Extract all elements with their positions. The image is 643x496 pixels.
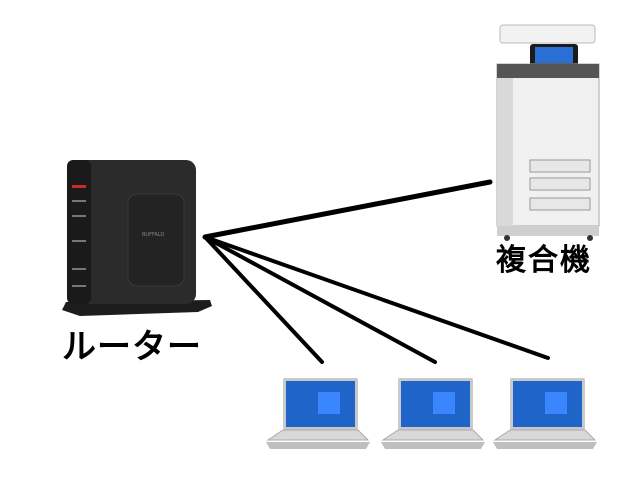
mfp-side-shadow — [497, 78, 513, 226]
mfp-caster-2 — [587, 235, 593, 241]
link-router-pc-2 — [203, 235, 437, 364]
router-led-3 — [72, 215, 86, 217]
link-router-pc-1 — [203, 235, 324, 364]
router-led-5 — [72, 268, 86, 270]
mfp-label: 複合機 — [496, 243, 592, 278]
mfp-caster-1 — [504, 235, 510, 241]
mfp-tray-3 — [529, 197, 591, 211]
laptop-3 — [493, 378, 597, 449]
router-side — [67, 160, 91, 304]
link-router-pc-3 — [203, 235, 550, 360]
router-front-panel — [127, 193, 185, 287]
mfp-image — [496, 24, 600, 241]
mfp-dark-band — [497, 64, 599, 78]
router-brand-logo: BUFFALO — [142, 232, 164, 238]
link-router-mfp — [202, 179, 493, 240]
connection-lines — [202, 179, 550, 364]
router-led-6 — [72, 285, 86, 287]
mfp-top-scanner — [499, 24, 596, 44]
router-image: BUFFALO — [62, 160, 212, 316]
mfp-base — [497, 226, 599, 236]
mfp-tray-2 — [529, 177, 591, 191]
mfp-tray-1 — [529, 159, 591, 173]
mfp-screen — [535, 47, 573, 63]
laptop-2 — [381, 378, 485, 449]
router-label: ルーター — [62, 327, 202, 367]
router-led-4 — [72, 240, 86, 242]
laptop-1 — [266, 378, 370, 449]
router-led-1 — [72, 185, 86, 188]
router-led-2 — [72, 200, 86, 202]
